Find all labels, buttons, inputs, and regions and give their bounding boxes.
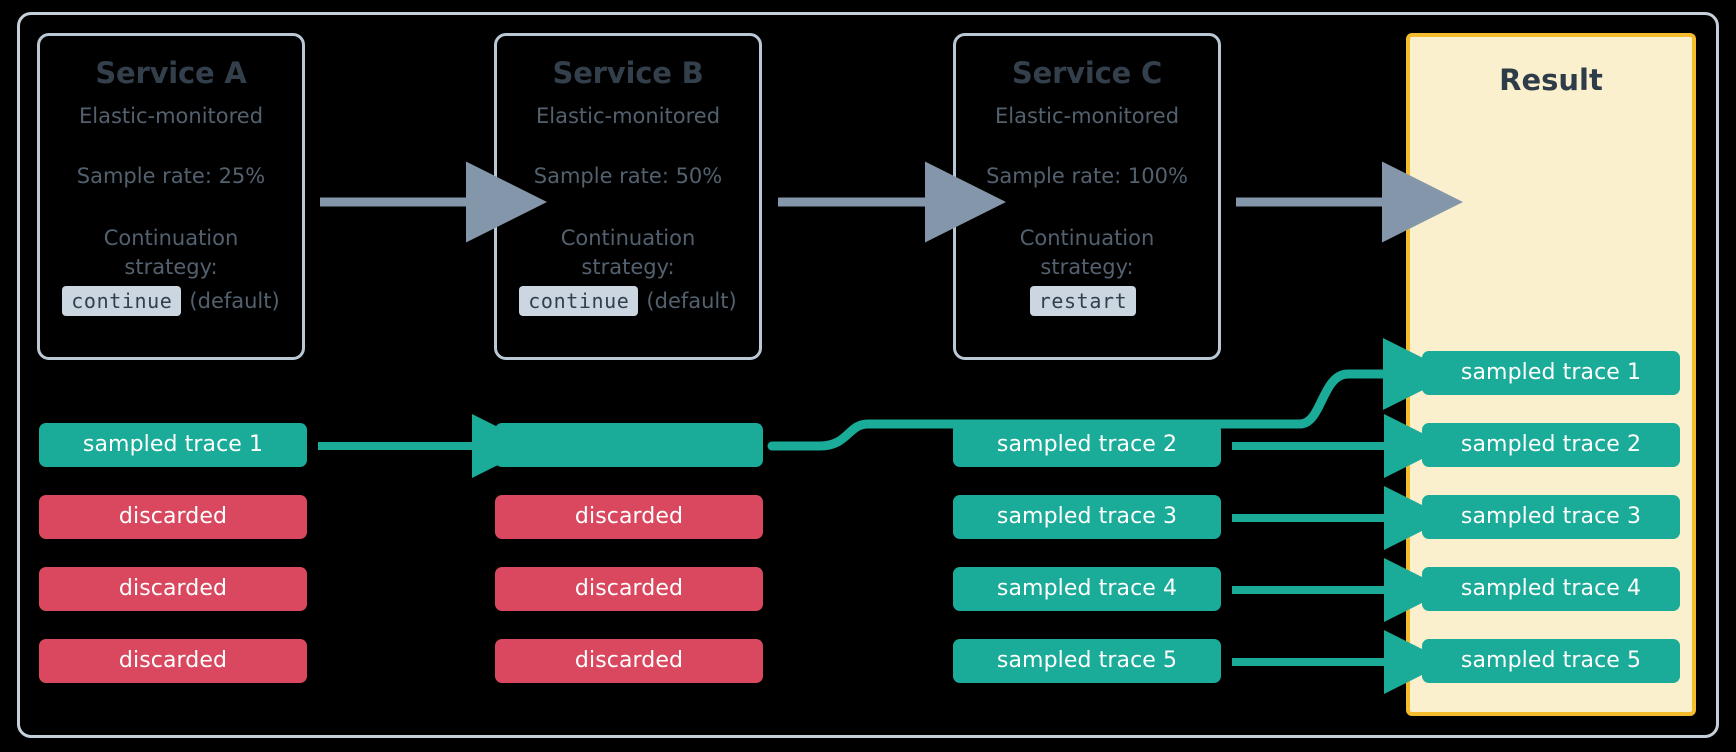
result-trace-pill-2-label: sampled trace 2 xyxy=(1460,432,1642,457)
trace-pill-a-4-label: discarded xyxy=(118,648,228,673)
result-trace-pill-2: sampled trace 2 xyxy=(1422,423,1680,467)
trace-pill-c-3-label: sampled trace 4 xyxy=(996,576,1178,601)
service-a-sample-rate: Sample rate: 25% xyxy=(76,164,266,189)
result-trace-pill-1: sampled trace 1 xyxy=(1422,351,1680,395)
service-a-monitoring: Elastic-monitored xyxy=(78,103,264,128)
trace-pill-c-2-label: sampled trace 3 xyxy=(996,504,1178,529)
result-trace-pill-5: sampled trace 5 xyxy=(1422,639,1680,683)
service-b-monitoring: Elastic-monitored xyxy=(535,103,721,128)
trace-pill-c-1-label: sampled trace 2 xyxy=(996,432,1178,457)
result-trace-pill-3-label: sampled trace 3 xyxy=(1460,504,1642,529)
trace-pill-b-2-label: discarded xyxy=(574,504,684,529)
trace-pill-a-3-label: discarded xyxy=(118,576,228,601)
trace-pill-a-4: discarded xyxy=(39,639,307,683)
trace-pill-a-2-label: discarded xyxy=(118,504,228,529)
service-a-title: Service A xyxy=(95,56,247,90)
trace-pill-b-1 xyxy=(495,423,763,467)
service-card-b: Service B Elastic-monitored Sample rate:… xyxy=(494,33,762,360)
service-c-strategy-row: restart xyxy=(956,286,1218,317)
trace-pill-b-4-label: discarded xyxy=(574,648,684,673)
service-b-title: Service B xyxy=(552,56,704,90)
result-trace-pill-4-label: sampled trace 4 xyxy=(1460,576,1642,601)
service-a-strategy-note: (default) xyxy=(189,289,280,314)
trace-pill-a-1: sampled trace 1 xyxy=(39,423,307,467)
trace-pill-b-4: discarded xyxy=(495,639,763,683)
service-a-strategy-row: continue (default) xyxy=(40,286,302,317)
service-b-strategy-note: (default) xyxy=(646,289,737,314)
trace-pill-c-4-label: sampled trace 5 xyxy=(996,648,1178,673)
service-a-strategy-value: continue xyxy=(62,286,182,317)
service-c-sample-rate: Sample rate: 100% xyxy=(986,164,1188,189)
service-b-strategy-row: continue (default) xyxy=(497,286,759,317)
trace-pill-b-3: discarded xyxy=(495,567,763,611)
trace-pill-c-3: sampled trace 4 xyxy=(953,567,1221,611)
trace-pill-a-1-label: sampled trace 1 xyxy=(82,432,264,457)
service-c-monitoring: Elastic-monitored xyxy=(994,103,1180,128)
result-trace-pill-5-label: sampled trace 5 xyxy=(1460,648,1642,673)
result-trace-pill-4: sampled trace 4 xyxy=(1422,567,1680,611)
service-card-a: Service A Elastic-monitored Sample rate:… xyxy=(37,33,305,360)
service-a-strategy-label: Continuation strategy: xyxy=(103,226,239,280)
trace-pill-c-1: sampled trace 2 xyxy=(953,423,1221,467)
service-c-title: Service C xyxy=(1011,56,1163,90)
result-trace-pill-3: sampled trace 3 xyxy=(1422,495,1680,539)
service-b-strategy-label: Continuation strategy: xyxy=(560,226,696,280)
service-c-strategy-value: restart xyxy=(1029,286,1137,317)
service-c-strategy-label: Continuation strategy: xyxy=(1019,226,1155,280)
trace-pill-c-2: sampled trace 3 xyxy=(953,495,1221,539)
trace-pill-c-4: sampled trace 5 xyxy=(953,639,1221,683)
trace-pill-b-2: discarded xyxy=(495,495,763,539)
trace-pill-a-2: discarded xyxy=(39,495,307,539)
result-trace-pill-1-label: sampled trace 1 xyxy=(1460,360,1642,385)
service-b-strategy-value: continue xyxy=(519,286,639,317)
service-b-sample-rate: Sample rate: 50% xyxy=(533,164,723,189)
result-title: Result xyxy=(1499,63,1603,97)
trace-pill-b-3-label: discarded xyxy=(574,576,684,601)
service-card-c: Service C Elastic-monitored Sample rate:… xyxy=(953,33,1221,360)
trace-pill-a-3: discarded xyxy=(39,567,307,611)
